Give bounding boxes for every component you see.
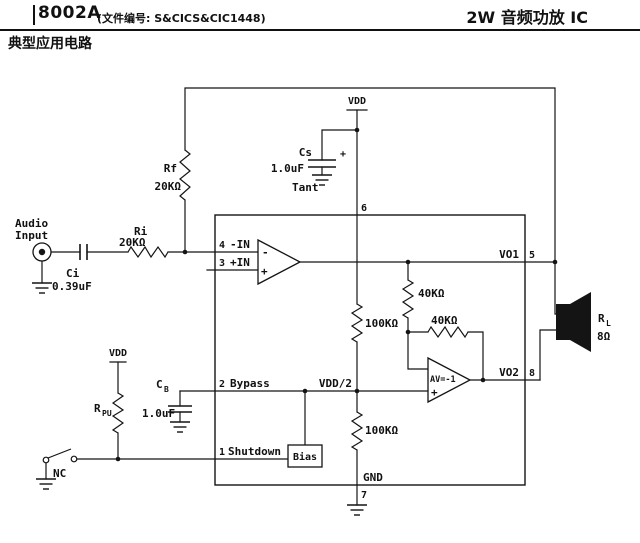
section-title: 典型应用电路 <box>8 36 92 52</box>
ic-outline <box>214 214 526 486</box>
pin8-number: 8 <box>529 368 535 379</box>
label-40k-input: 40KΩ <box>418 287 445 300</box>
pin1-label: Shutdown <box>228 445 281 458</box>
ground-ic <box>347 504 367 516</box>
label-cs-type: Tant <box>292 181 319 194</box>
pin3-label: +IN <box>230 256 250 269</box>
header-divider <box>0 29 640 31</box>
pin5-label: VO1 <box>499 248 519 261</box>
speaker-icon <box>556 292 591 352</box>
product-title: 2W 音频功放 IC <box>466 8 588 27</box>
label-bias: Bias <box>293 451 317 463</box>
label-cb: C <box>156 378 163 391</box>
page-header: 8002A (文件编号: S&CICS&CIC1448) 2W 音频功放 IC <box>0 0 640 31</box>
pin6-number: 6 <box>361 203 367 214</box>
label-rl-value: 8Ω <box>597 330 611 343</box>
opamp1-triangle <box>257 238 302 286</box>
label-ri-value: 20KΩ <box>119 236 146 249</box>
opamp1-plus-sign: + <box>261 265 268 278</box>
pin7-number: 7 <box>361 490 367 501</box>
bias-box <box>287 444 323 468</box>
logo-bar <box>33 5 35 25</box>
label-rl-sub: L <box>606 319 611 328</box>
part-number: 8002A <box>38 3 101 23</box>
ground-cb <box>170 421 190 433</box>
ground-audio <box>32 282 52 294</box>
label-rpu: R <box>94 402 101 415</box>
label-vdd-half: VDD/2 <box>319 377 352 390</box>
label-ri: Ri <box>134 225 148 238</box>
capacitor-ci <box>79 244 88 260</box>
pin4-number: 4 <box>219 240 225 251</box>
pin3-number: 3 <box>219 258 225 269</box>
pin2-label: Bypass <box>230 377 270 390</box>
label-vdd-top: VDD <box>348 96 366 107</box>
audio-jack-icon <box>32 242 52 262</box>
resistor-40k-input <box>401 279 415 319</box>
label-vdd-pullup: VDD <box>109 348 127 359</box>
pin4-label: -IN <box>230 238 250 251</box>
resistor-100k-bottom <box>350 411 364 451</box>
resistor-40k-feedback <box>427 325 469 339</box>
label-audio-2: Input <box>15 229 48 242</box>
label-40k-feedback: 40KΩ <box>431 314 458 327</box>
pin8-label: VO2 <box>499 366 519 379</box>
opamp1-minus-sign: - <box>262 246 269 259</box>
label-gnd: GND <box>363 471 383 484</box>
label-rf-value: 20KΩ <box>155 180 182 193</box>
resistor-rf <box>179 149 191 201</box>
resistor-100k-top <box>350 303 364 343</box>
label-cs-polarity: + <box>340 149 346 160</box>
label-rf: Rf <box>164 162 177 175</box>
doc-number: (文件编号: S&CICS&CIC1448) <box>97 12 266 25</box>
junction-dots <box>115 127 558 462</box>
pin5-number: 5 <box>529 250 535 261</box>
label-100k-bottom: 100KΩ <box>365 424 398 437</box>
capacitor-cb <box>168 405 192 413</box>
label-cs-value: 1.0uF <box>271 162 304 175</box>
label-audio-1: Audio <box>15 217 48 230</box>
resistor-ri <box>127 245 169 259</box>
opamp2-plus-sign: + <box>431 386 438 399</box>
pin1-number: 1 <box>219 447 225 458</box>
pin2-number: 2 <box>219 379 225 390</box>
resistor-rpu <box>111 392 125 434</box>
label-ci: Ci <box>66 267 80 280</box>
circuit-wires <box>41 87 557 506</box>
ground-cs <box>312 174 332 186</box>
opamp2-triangle <box>427 356 472 404</box>
opamp2-gain: AV=-1 <box>430 375 456 385</box>
label-nc: NC <box>53 467 66 480</box>
ground-nc <box>36 478 56 490</box>
label-ci-value: 0.39uF <box>52 280 92 293</box>
label-cs: Cs <box>299 146 312 159</box>
label-rpu-sub: PU <box>102 409 112 418</box>
label-rl: R <box>598 312 605 325</box>
label-100k-top: 100KΩ <box>365 317 398 330</box>
switch-nc <box>42 448 78 464</box>
label-cb-value: 1.0uF <box>142 407 175 420</box>
capacitor-cs <box>308 159 336 168</box>
label-cb-sub: B <box>164 385 169 394</box>
